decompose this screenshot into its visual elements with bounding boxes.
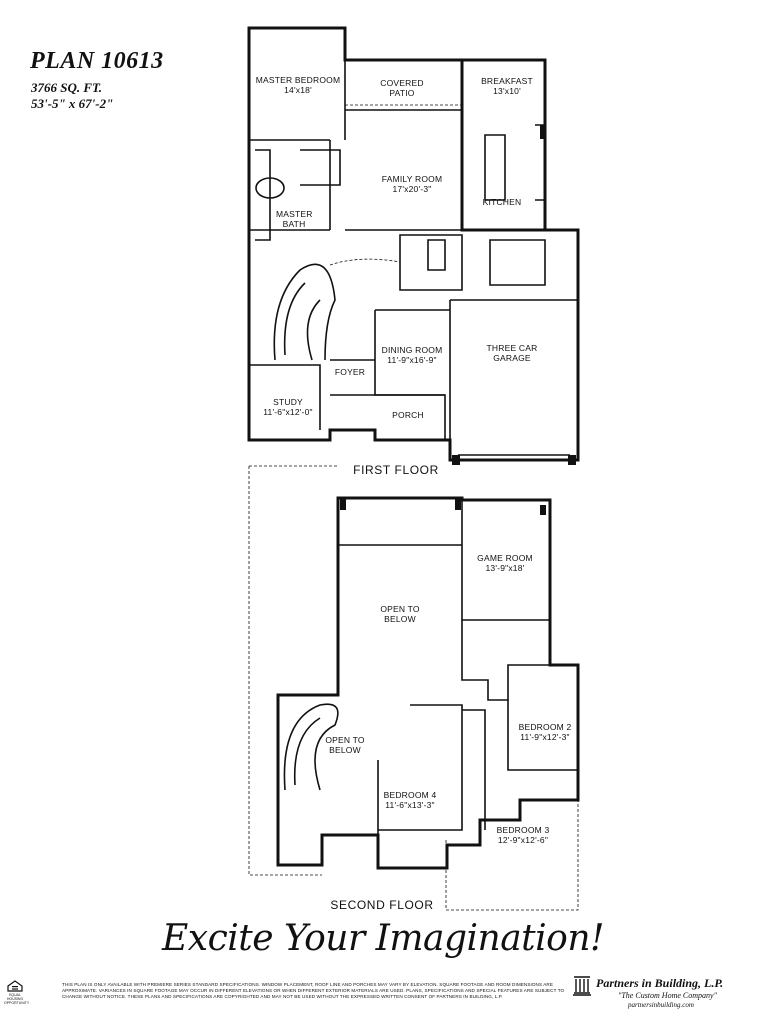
room-study: STUDY 11'-6"x12'-0": [263, 397, 313, 417]
room-open-to-below-stair: OPEN TO BELOW: [325, 735, 365, 755]
brand-url: partnersinbuilding.com: [628, 1001, 694, 1009]
plan-sqft: 3766 SQ. FT.: [31, 80, 103, 95]
column-logo-icon: [573, 976, 591, 996]
disclaimer-text: This plan is only available with premier…: [62, 982, 565, 999]
room-bedroom-4: BEDROOM 4 11'-6"x13'-3": [383, 790, 437, 810]
room-master-bedroom: MASTER BEDROOM 14'x18': [255, 75, 341, 95]
equal-housing-logo: EQUAL HOUSING OPPORTUNITY: [4, 980, 29, 1005]
room-dining-room: DINING ROOM 11'-9"x16'-9": [381, 345, 443, 365]
brand-tagline: "The Custom Home Company": [618, 991, 717, 1000]
room-kitchen: KITCHEN: [482, 197, 522, 207]
room-breakfast: BREAKFAST 13'x10': [481, 76, 533, 96]
plan-title: PLAN 10613: [30, 48, 164, 74]
plan-dimensions: 53'-5" x 67'-2": [31, 96, 114, 111]
brand-name: Partners in Building, L.P.: [596, 976, 724, 990]
room-family-room: FAMILY ROOM 17'x20'-3": [381, 174, 443, 194]
room-master-bath: MASTER BATH: [276, 209, 313, 229]
tagline: Excite Your Imagination!: [162, 918, 604, 959]
room-bedroom-2: BEDROOM 2 11'-9"x12'-3": [518, 722, 572, 742]
room-three-car-garage: THREE CAR GARAGE: [486, 343, 538, 363]
room-game-room: GAME ROOM 13'-9"x18': [477, 553, 533, 573]
room-bedroom-3: BEDROOM 3 12'-9"x12'-6": [496, 825, 550, 845]
room-open-to-below-upper: OPEN TO BELOW: [380, 604, 420, 624]
room-porch: PORCH: [392, 410, 424, 420]
room-covered-patio: COVERED PATIO: [380, 78, 424, 98]
room-foyer: FOYER: [334, 367, 366, 377]
house-icon: [7, 980, 23, 992]
second-floor-label: SECOND FLOOR: [330, 898, 434, 912]
first-floor-label: FIRST FLOOR: [353, 463, 439, 477]
